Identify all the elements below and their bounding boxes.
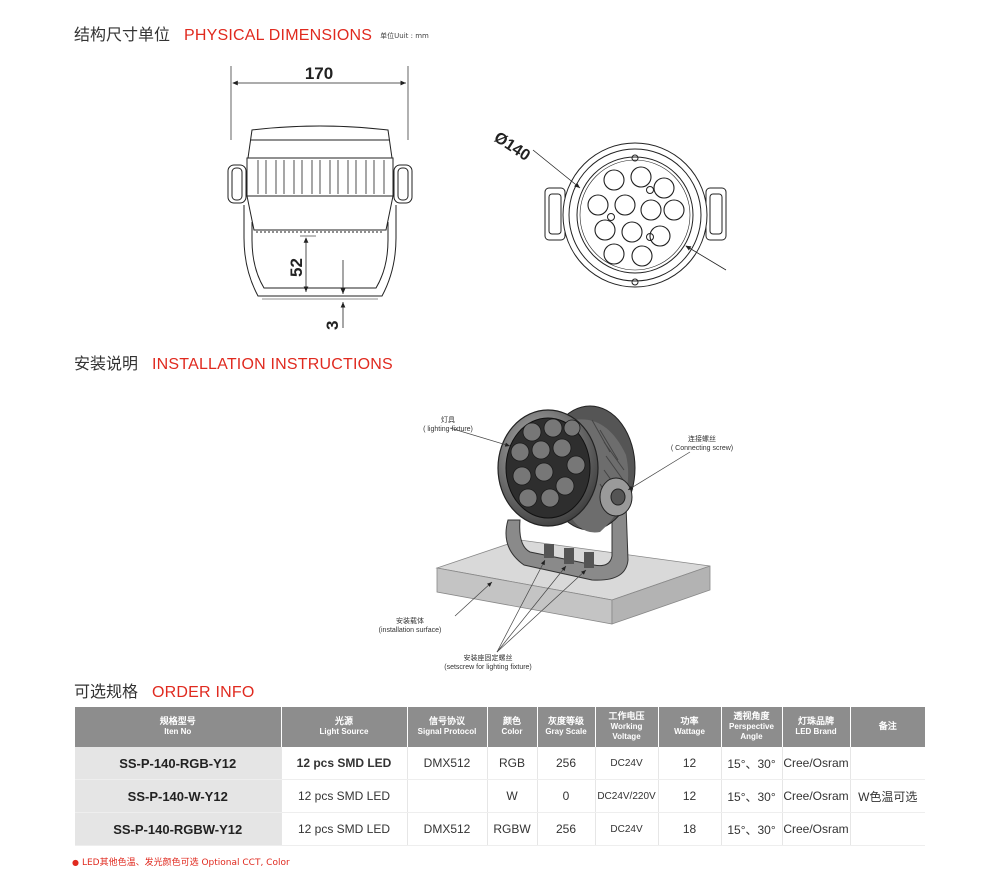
- cell-color: RGBW: [486, 812, 537, 846]
- dimensions-title-cn: 结构尺寸单位: [74, 25, 171, 44]
- cell-working-voltage: DC24V: [594, 747, 658, 780]
- installation-illustration: 灯具 ( lighting fixture) 连接螺丝 ( Connecting…: [379, 405, 733, 671]
- fixture-label-en: ( lighting fixture): [423, 426, 473, 433]
- footnote: ●LED其他色温、发光颜色可选 Optional CCT, Color: [72, 855, 290, 868]
- cell-wattage: 12: [657, 747, 721, 780]
- cell-light-source: 12 pcs SMD LED: [280, 812, 407, 846]
- cell-item-no: SS-P-140-RGB-Y12: [75, 747, 281, 780]
- cell-perspective-angle: 15°、30°: [720, 779, 782, 813]
- cell-remarks: [849, 812, 925, 846]
- gap-dimension-label: 3: [323, 321, 342, 330]
- unit-label: 单位Uuit : mm: [380, 31, 429, 40]
- cell-signal-protocol: DMX512: [406, 747, 487, 780]
- header-remarks: 备注: [849, 707, 925, 747]
- diameter-dimension-label: Ø140: [491, 129, 533, 165]
- order-title-cn: 可选规格: [74, 682, 139, 701]
- surface-label-cn: 安装载体: [396, 616, 424, 625]
- table-row: SS-P-140-RGBW-Y12 12 pcs SMD LED DMX512 …: [75, 812, 925, 846]
- dimensions-section-title: 结构尺寸单位 PHYSICAL DIMENSIONS 单位Uuit : mm: [74, 21, 429, 45]
- cell-perspective-angle: 15°、30°: [720, 747, 782, 780]
- cell-wattage: 18: [657, 812, 721, 846]
- setscrew-label-en: (setscrew for lighting fixture): [444, 664, 532, 671]
- cell-light-source: 12 pcs SMD LED: [280, 779, 407, 813]
- bullet-icon: ●: [72, 858, 79, 867]
- cell-led-brand: Cree/Osram: [781, 747, 850, 780]
- cell-gray-scale: 256: [536, 747, 595, 780]
- cell-working-voltage: DC24V: [594, 812, 658, 846]
- footnote-text: LED其他色温、发光颜色可选 Optional CCT, Color: [81, 858, 290, 868]
- height-dimension-label: 52: [287, 258, 306, 277]
- cell-led-brand: Cree/Osram: [781, 779, 850, 813]
- order-title-en: ORDER INFO: [152, 684, 255, 701]
- dimensions-title-en: PHYSICAL DIMENSIONS: [184, 27, 373, 44]
- cell-item-no: SS-P-140-W-Y12: [75, 779, 281, 813]
- side-view-drawing: [227, 66, 413, 328]
- technical-drawings: 170 52 3 Ø140: [227, 64, 733, 671]
- cell-remarks: [849, 747, 925, 780]
- cell-working-voltage: DC24V/220V: [594, 779, 658, 813]
- cell-signal-protocol: [406, 779, 487, 813]
- installation-title-en: INSTALLATION INSTRUCTIONS: [152, 356, 393, 373]
- cell-color: W: [486, 779, 537, 813]
- front-view-drawing: [532, 142, 727, 288]
- cell-gray-scale: 0: [536, 779, 595, 813]
- installation-section-title: 安装说明 INSTALLATION INSTRUCTIONS: [74, 350, 393, 374]
- table-row: SS-P-140-W-Y12 12 pcs SMD LED W 0 DC24V/…: [75, 779, 925, 813]
- cell-light-source: 12 pcs SMD LED: [280, 747, 407, 780]
- cell-wattage: 12: [657, 779, 721, 813]
- setscrew-label-cn: 安装座固定螺丝: [464, 653, 513, 662]
- cell-remarks: W色温可选: [849, 779, 925, 813]
- surface-label-en: (installation surface): [379, 627, 442, 634]
- order-section-title: 可选规格 ORDER INFO: [74, 678, 254, 702]
- screw-label-cn: 连接螺丝: [688, 434, 716, 443]
- cell-signal-protocol: DMX512: [406, 812, 487, 846]
- table-row: SS-P-140-RGB-Y12 12 pcs SMD LED DMX512 R…: [75, 747, 925, 780]
- fixture-label-cn: 灯具: [441, 415, 455, 424]
- cell-gray-scale: 256: [536, 812, 595, 846]
- installation-title-cn: 安装说明: [74, 354, 139, 373]
- cell-led-brand: Cree/Osram: [781, 812, 850, 846]
- cell-item-no: SS-P-140-RGBW-Y12: [75, 812, 281, 846]
- cell-perspective-angle: 15°、30°: [720, 812, 782, 846]
- width-dimension-label: 170: [305, 64, 333, 83]
- screw-label-en: ( Connecting screw): [671, 445, 733, 452]
- cell-color: RGB: [486, 747, 537, 780]
